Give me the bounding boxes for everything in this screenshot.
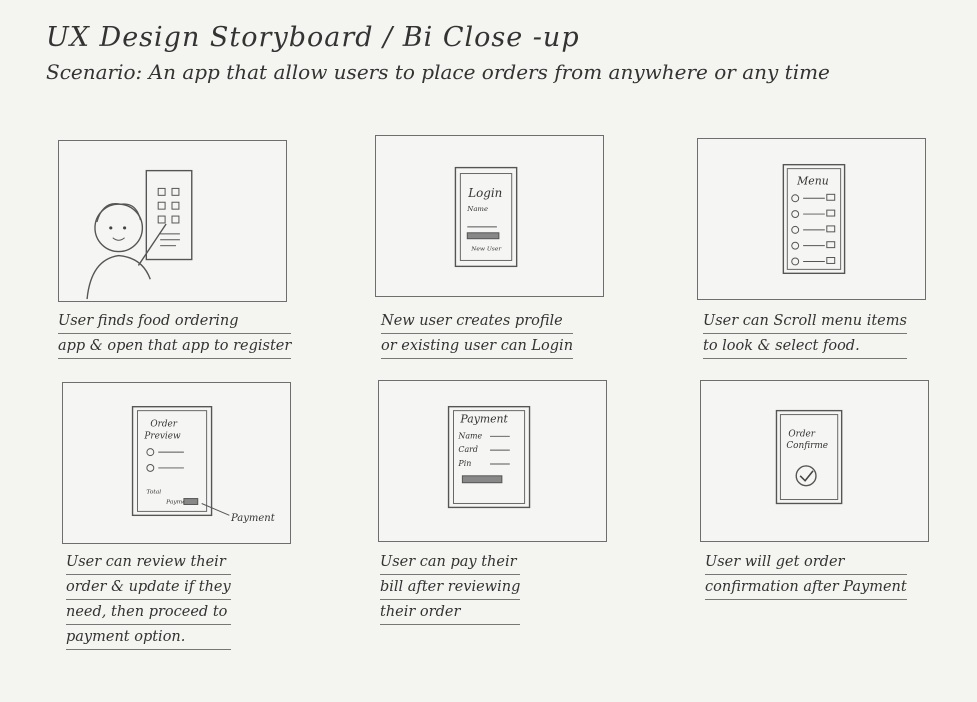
payment-screen-sketch: Payment Name Card Pin	[447, 405, 531, 509]
login-screen-sketch: Login Name New User	[454, 166, 518, 268]
caption-line: User can review their	[66, 552, 231, 575]
login-new-user-link: New User	[470, 247, 502, 253]
checkmark-icon	[795, 465, 817, 487]
caption-line: need, then proceed to	[66, 602, 231, 625]
storyboard-panel-1	[58, 140, 287, 302]
caption-line: User will get order	[705, 552, 907, 575]
caption-line: User can Scroll menu items	[703, 311, 907, 334]
storyboard-panel-3: Menu	[697, 138, 926, 300]
caption-line: or existing user can Login	[381, 336, 574, 359]
panel-2-caption: New user creates profile or existing use…	[381, 311, 574, 361]
payment-callout: Payment	[231, 513, 275, 524]
payment-card-field: Card	[458, 445, 478, 454]
caption-line: User finds food ordering	[58, 311, 292, 334]
storyboard-panel-6: Order Confirme	[700, 380, 929, 542]
storyboard-panel-5: Payment Name Card Pin	[378, 380, 607, 542]
caption-line: payment option.	[66, 627, 231, 650]
payment-screen-title: Payment	[459, 412, 508, 425]
user-with-phone-sketch	[86, 169, 193, 300]
caption-line: app & open that app to register	[58, 336, 292, 359]
storyboard-panel-4: Order Preview Total Payme Payment	[62, 382, 291, 544]
storyboard-panel-2: Login Name New User	[375, 135, 604, 297]
caption-line: User can pay their	[380, 552, 521, 575]
panel-5-caption: User can pay their bill after reviewing …	[380, 552, 521, 627]
order-payment-button: Payme	[165, 499, 186, 505]
caption-line: to look & select food.	[703, 336, 907, 359]
caption-line: New user creates profile	[381, 311, 574, 334]
menu-screen-sketch: Menu	[782, 163, 846, 275]
caption-line: their order	[380, 602, 521, 625]
scenario-text: Scenario: An app that allow users to pla…	[46, 60, 830, 84]
confirmation-title: Confirme	[786, 441, 828, 451]
menu-screen-title: Menu	[796, 174, 829, 187]
order-preview-title: Order	[150, 419, 177, 429]
caption-line: confirmation after Payment	[705, 577, 907, 600]
order-preview-title: Preview	[143, 431, 181, 441]
panel-4-caption: User can review their order & update if …	[66, 552, 231, 652]
storyboard-title: UX Design Storyboard / Bi Close -up	[46, 22, 580, 53]
login-name-field: Name	[466, 205, 488, 213]
panel-1-caption: User finds food ordering app & open that…	[58, 311, 292, 361]
payment-name-field: Name	[457, 431, 482, 440]
panel-6-caption: User will get order confirmation after P…	[705, 552, 907, 602]
order-confirmation-sketch: Order Confirme	[775, 409, 843, 505]
caption-line: bill after reviewing	[380, 577, 521, 600]
confirmation-title: Order	[788, 429, 815, 439]
login-screen-title: Login	[467, 186, 502, 200]
panel-3-caption: User can Scroll menu items to look & sel…	[703, 311, 907, 361]
payment-pin-field: Pin	[457, 459, 471, 468]
order-preview-sketch: Order Preview Total Payme	[131, 406, 230, 517]
order-total-label: Total	[146, 490, 161, 496]
caption-line: order & update if they	[66, 577, 231, 600]
